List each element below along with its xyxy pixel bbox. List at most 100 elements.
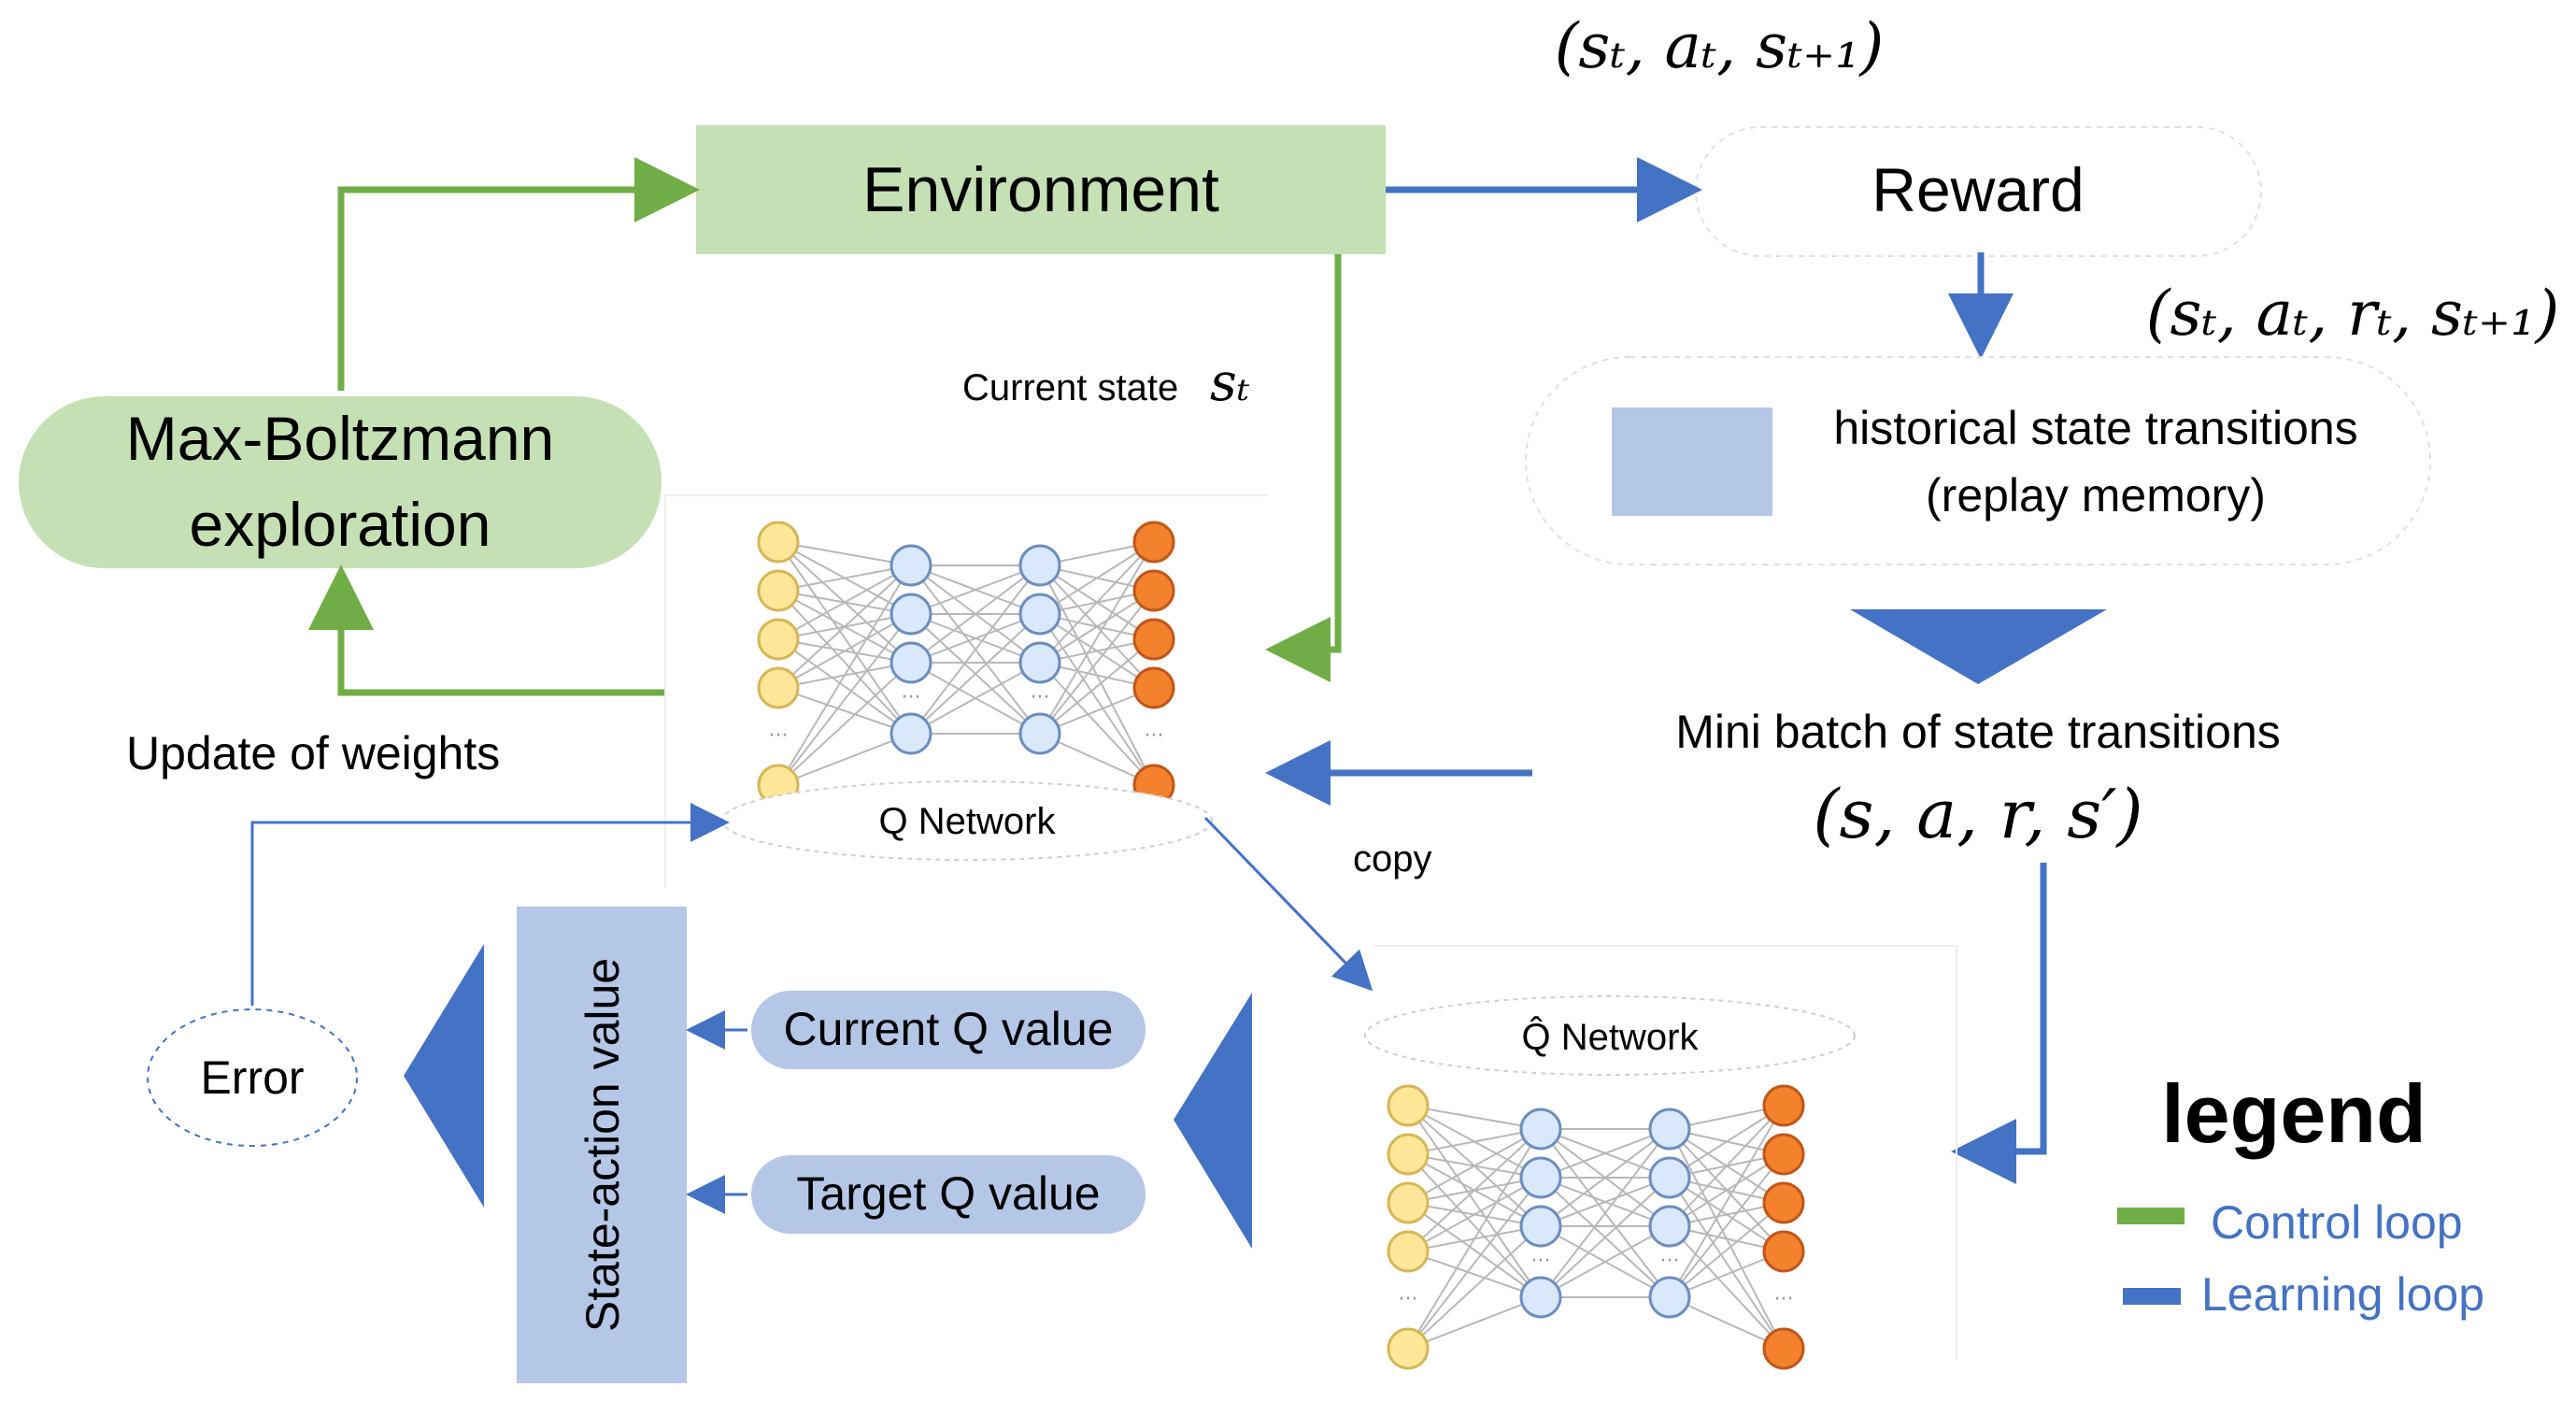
tuple-reward-label: (sₜ, aₜ, rₜ, sₜ₊₁) bbox=[2146, 278, 2559, 350]
qhat-network-edge bbox=[1407, 1177, 1542, 1252]
q-network-edge bbox=[910, 565, 1041, 664]
max-boltzmann-box[interactable] bbox=[19, 396, 662, 568]
q-network-edge bbox=[910, 613, 1041, 664]
qhat-network-edge bbox=[1407, 1128, 1542, 1155]
q-network-neuron bbox=[1132, 569, 1175, 612]
qhat-network-neuron bbox=[1519, 1205, 1562, 1248]
replay-to-batch-triangle bbox=[1850, 609, 2107, 684]
qhat-network-neuron bbox=[1387, 1230, 1430, 1273]
qhat-network-neuron bbox=[1762, 1133, 1805, 1176]
q-network-ellipsis: ··· bbox=[902, 686, 921, 709]
q-network-neuron bbox=[890, 544, 932, 587]
qhat-network-neuron bbox=[1762, 1327, 1805, 1370]
q-network-ellipsis: ··· bbox=[1031, 686, 1050, 709]
qhat-network-edge bbox=[1407, 1105, 1542, 1298]
copy-label: copy bbox=[1353, 838, 1432, 879]
qhat-network-edge bbox=[1669, 1153, 1785, 1298]
batch-to-qhat-network-arrow bbox=[1951, 863, 2047, 1184]
current-q-value-pill[interactable] bbox=[751, 991, 1146, 1069]
environment-box[interactable] bbox=[696, 125, 1386, 254]
q-network-edge bbox=[777, 565, 912, 640]
qhat-network-edge bbox=[1540, 1128, 1671, 1298]
target-q-value-label: Target Q value bbox=[796, 1167, 1100, 1220]
qhat-network-neuron bbox=[1648, 1276, 1691, 1319]
q-network-edge bbox=[910, 662, 1041, 735]
q-network-edge bbox=[777, 565, 912, 592]
replay-label-line1: historical state transitions bbox=[1833, 402, 2357, 454]
max-boltzmann-label-line1: Max-Boltzmann bbox=[126, 404, 555, 473]
q-network-edge bbox=[777, 662, 912, 786]
q-network-edge bbox=[777, 613, 912, 786]
qhat-network-neuron bbox=[1519, 1156, 1562, 1199]
legend-swatch-learning bbox=[2123, 1288, 2181, 1305]
legend-swatch-control bbox=[2117, 1208, 2185, 1224]
qhat-network-neuron bbox=[1387, 1327, 1430, 1370]
qhat-network-edge bbox=[1407, 1128, 1542, 1204]
q-network-edge bbox=[1039, 638, 1155, 735]
q-network-ellipsis: ··· bbox=[1145, 724, 1164, 748]
q-network-edge bbox=[777, 613, 912, 689]
qhat-network-label: Q̂ Network bbox=[1522, 1015, 1700, 1058]
qhat-network-neuron bbox=[1387, 1084, 1430, 1127]
qhat-network-edge bbox=[1540, 1177, 1671, 1227]
current-q-value-label: Current Q value bbox=[784, 1003, 1114, 1055]
qhat-network-edge bbox=[1407, 1128, 1542, 1350]
qhat-network-edge bbox=[1407, 1128, 1542, 1252]
q-network-neuron bbox=[1018, 641, 1061, 684]
q-network-edge bbox=[777, 565, 912, 786]
update-weights-label: Update of weights bbox=[126, 727, 500, 779]
qhat-network-neuron bbox=[1762, 1230, 1805, 1273]
q-network-edge bbox=[910, 565, 1041, 735]
memory-icon bbox=[1612, 407, 1772, 516]
q-network-neuron bbox=[757, 666, 800, 709]
qhat-network-edge bbox=[1540, 1177, 1671, 1298]
qhat-network-edge bbox=[1669, 1105, 1785, 1179]
current-state-label: Current state bbox=[962, 367, 1178, 408]
q-network-neuron bbox=[890, 641, 932, 684]
max-boltzmann-label-line2: exploration bbox=[190, 490, 491, 559]
qhat-to-values-triangle bbox=[1174, 993, 1252, 1249]
q-network-neuron bbox=[1132, 618, 1175, 661]
q-network-ellipsis: ··· bbox=[769, 724, 789, 748]
qhat-network-neuron bbox=[1648, 1156, 1691, 1199]
tuple-batch-label: (s, a, r, s′) bbox=[1813, 775, 2142, 853]
legend-label-control: Control loop bbox=[2211, 1196, 2463, 1249]
q-network-edge bbox=[910, 613, 1041, 735]
copy-arrow bbox=[1203, 816, 1373, 992]
error-to-q-network-arrow bbox=[250, 803, 730, 1006]
qhat-network-edge bbox=[1669, 1105, 1785, 1227]
error-node[interactable] bbox=[147, 1008, 358, 1147]
state-action-value-label: State-action value bbox=[576, 958, 629, 1332]
replay-label-line2: (replay memory) bbox=[1926, 469, 2266, 522]
tuple-top-label: (sₜ, aₜ, sₜ₊₁) bbox=[1555, 10, 1885, 82]
state-action-value-bar[interactable] bbox=[517, 907, 687, 1383]
legend-label-learning: Learning loop bbox=[2201, 1268, 2484, 1321]
qhat-network-ellipsis: ··· bbox=[1774, 1288, 1794, 1311]
exploration-to-env-arrow bbox=[337, 157, 700, 391]
q-network-edge bbox=[910, 565, 1041, 615]
qhat-network-edge bbox=[1669, 1225, 1785, 1350]
q-network-label: Q Network bbox=[879, 801, 1057, 842]
qhat-network-edge bbox=[1407, 1296, 1542, 1350]
q-network-edge bbox=[1039, 541, 1155, 615]
q-network-edge bbox=[777, 733, 912, 786]
qhat-network-graphic[interactable]: ············ bbox=[1387, 1084, 1805, 1370]
env-to-q-network-arrow bbox=[1265, 254, 1342, 682]
target-q-value-pill[interactable] bbox=[751, 1155, 1146, 1234]
qhat-network-neuron bbox=[1648, 1108, 1691, 1151]
qhat-network-edge bbox=[1407, 1251, 1542, 1298]
q-network-edge bbox=[777, 590, 912, 735]
q-network-neuron bbox=[757, 618, 800, 661]
qhat-network-edge bbox=[1540, 1128, 1671, 1179]
q-network-edge bbox=[1039, 541, 1155, 664]
q-network-graphic[interactable]: ··· ··· ··· ··· bbox=[757, 521, 1175, 807]
q-network-neuron bbox=[1018, 593, 1061, 636]
qhat-network-ellipse bbox=[1364, 995, 1856, 1076]
qhat-network-edge bbox=[1669, 1105, 1785, 1298]
qhat-network-edge bbox=[1669, 1202, 1785, 1298]
qhat-network-neuron bbox=[1519, 1108, 1562, 1151]
q-network-edge bbox=[777, 565, 912, 689]
q-network-to-exploration-arrow bbox=[308, 565, 665, 696]
